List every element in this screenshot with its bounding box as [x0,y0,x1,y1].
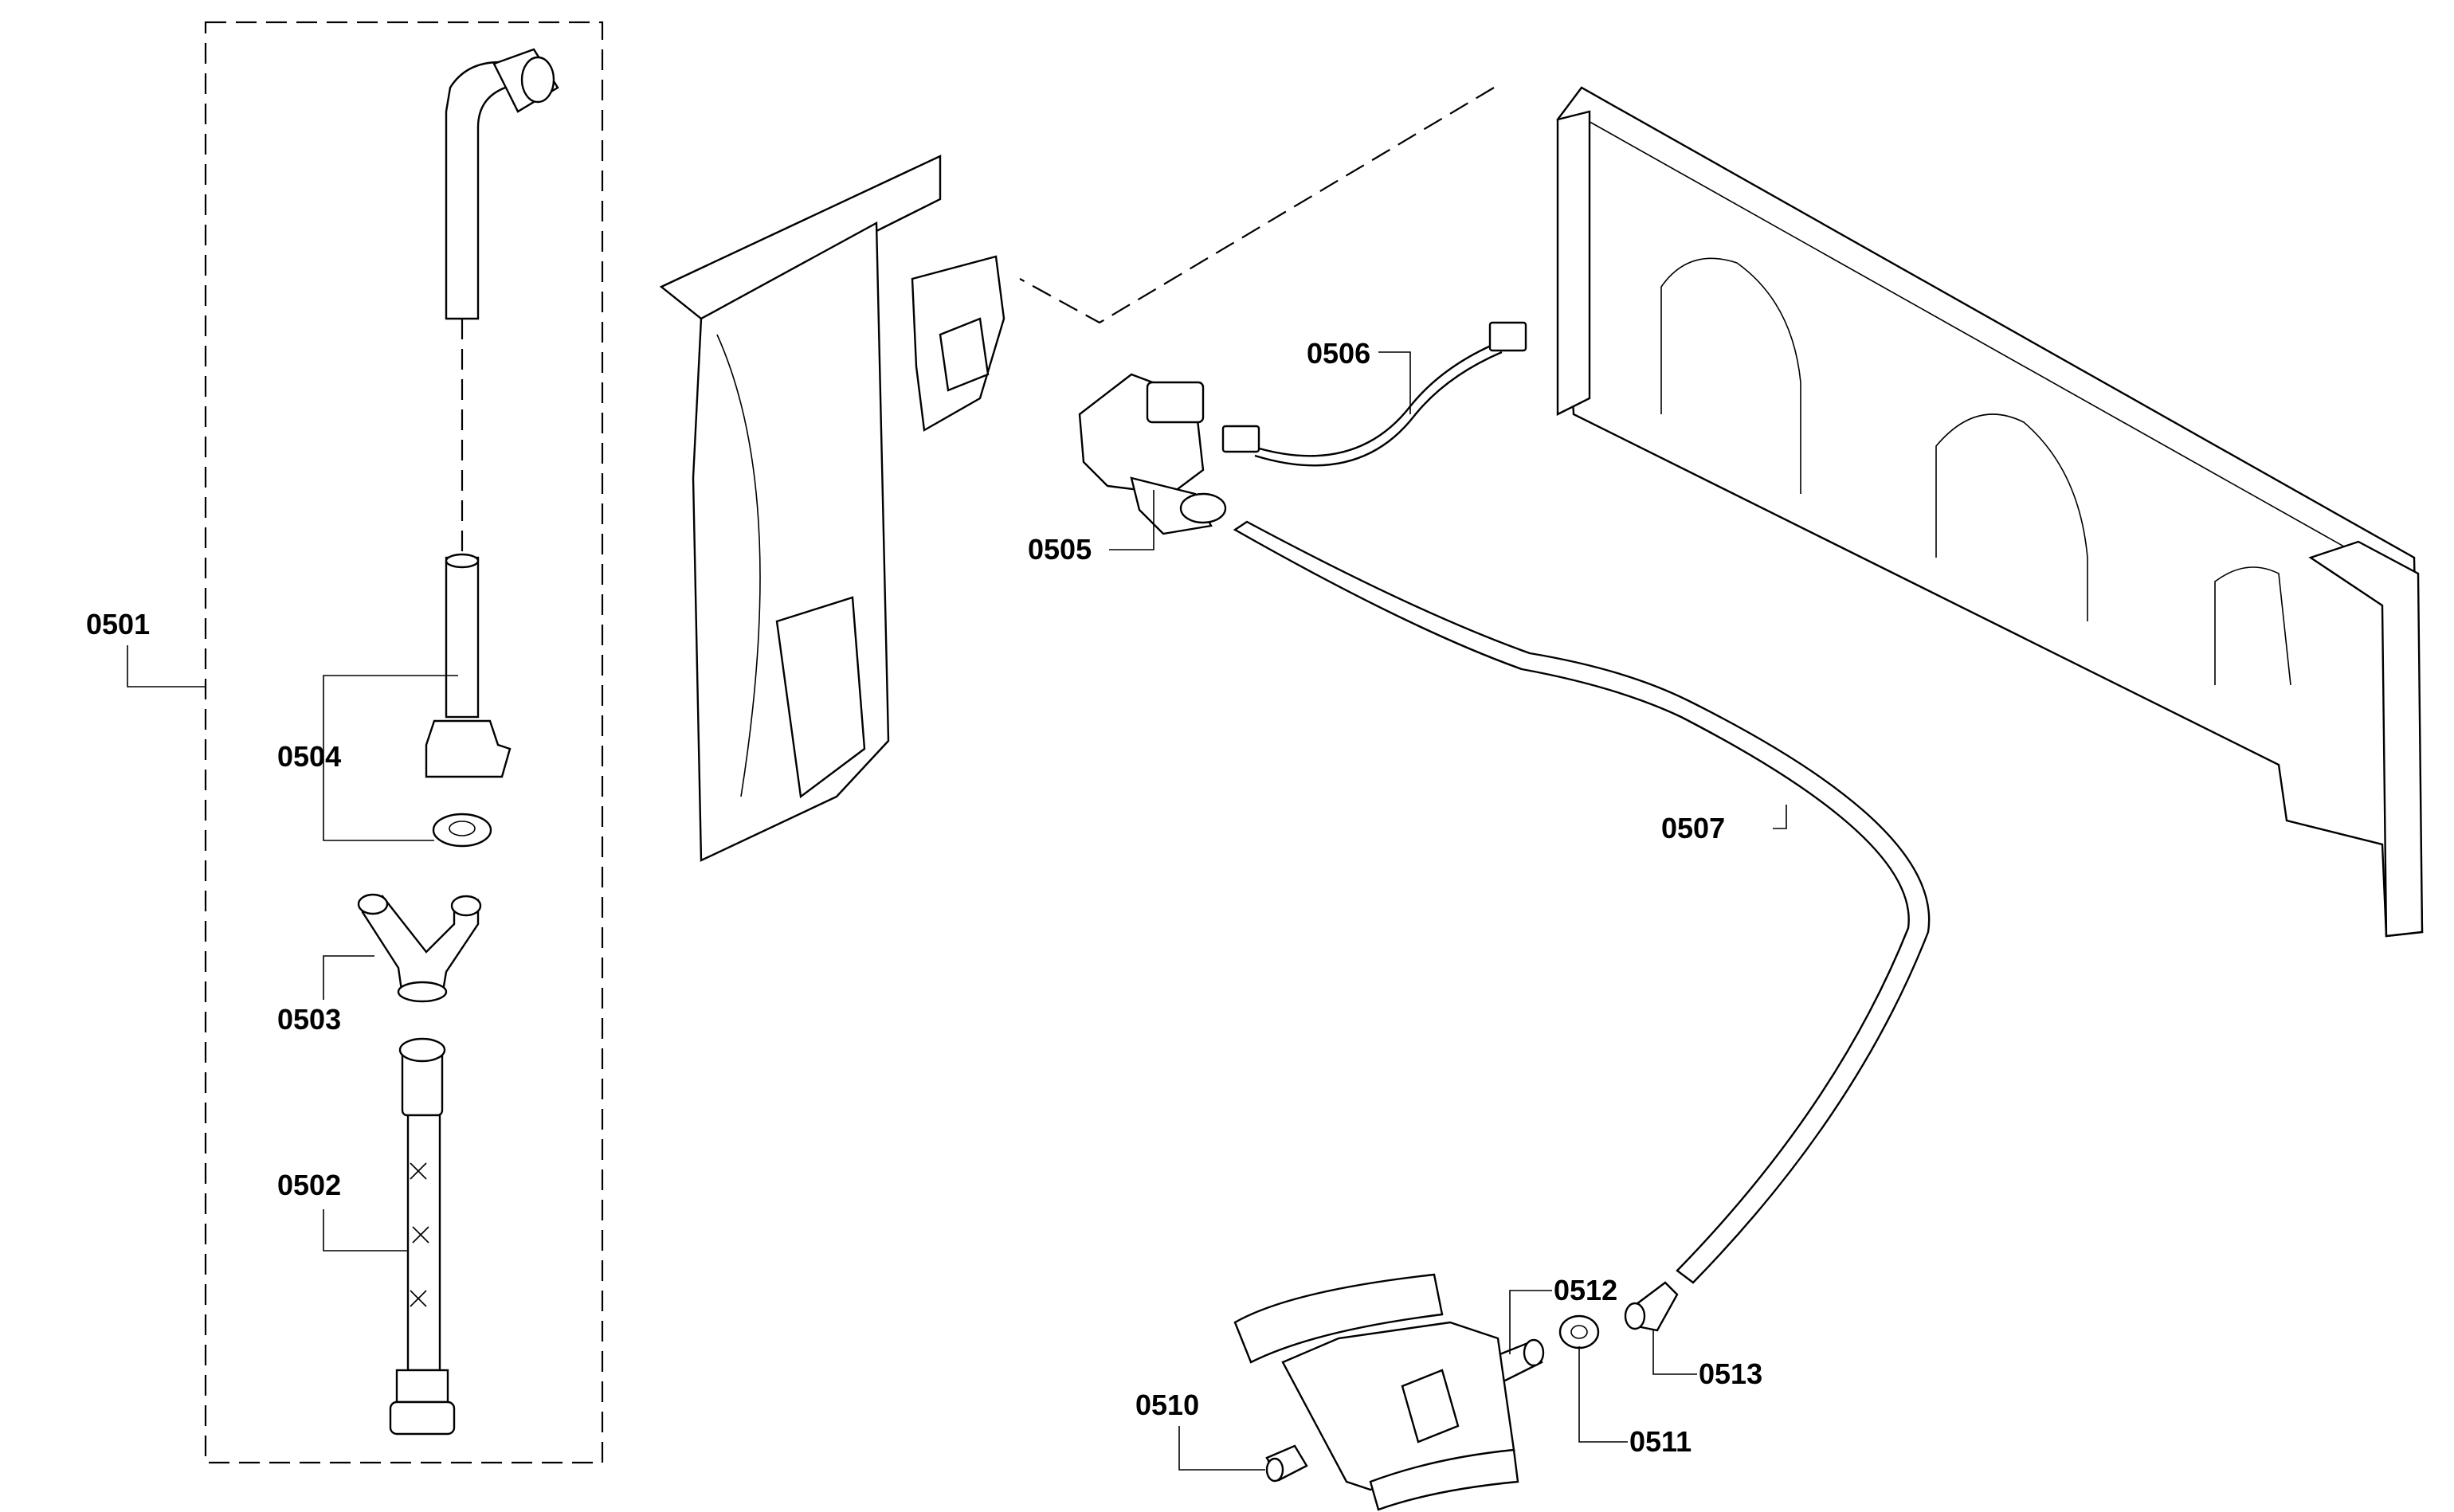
leader-0502 [323,1209,408,1252]
label-0505: 0505 [1028,533,1092,566]
leader-0512 [1509,1290,1552,1354]
part-0505-inlet-valve [1078,373,1227,535]
cabinet-frame [1556,86,2424,938]
label-0511: 0511 [1629,1425,1692,1458]
label-0501: 0501 [86,608,150,640]
leader-0510 [1178,1426,1265,1471]
label-0503: 0503 [277,1003,341,1036]
label-0506: 0506 [1307,337,1370,370]
label-0512: 0512 [1554,1274,1617,1306]
leader-0506 [1378,351,1411,414]
part-0511-nozzle-nut [1558,1314,1600,1349]
leader-0505 [1109,490,1154,550]
leader-0511 [1578,1346,1628,1443]
label-0504: 0504 [277,740,341,773]
leader-0503 [323,955,374,1000]
part-0507-fill-tube [1233,520,1931,1284]
label-0502: 0502 [277,1169,341,1201]
part-0504-washer [432,813,492,848]
kit-0501-boundary [204,21,604,1464]
part-0504-hose-elbow [425,48,559,778]
part-0510-plug [1265,1444,1308,1483]
leader-0513 [1652,1329,1697,1375]
label-0510: 0510 [1135,1389,1199,1421]
leader-0504 [323,675,458,841]
frame-guide-dashed-line [1019,87,1495,324]
part-0503-y-connector [357,893,482,1003]
side-panel-bracket [659,155,1006,862]
leader-0501 [127,645,206,687]
leader-0507 [1773,805,1787,829]
label-0507: 0507 [1661,812,1725,844]
part-0506-wire-harness [1221,321,1527,467]
part-0513-elbow-fitting [1624,1281,1679,1332]
spray-nozzle-assembly [1233,1273,1519,1511]
label-0513: 0513 [1699,1357,1762,1390]
part-0502-inlet-hose [389,1037,456,1436]
